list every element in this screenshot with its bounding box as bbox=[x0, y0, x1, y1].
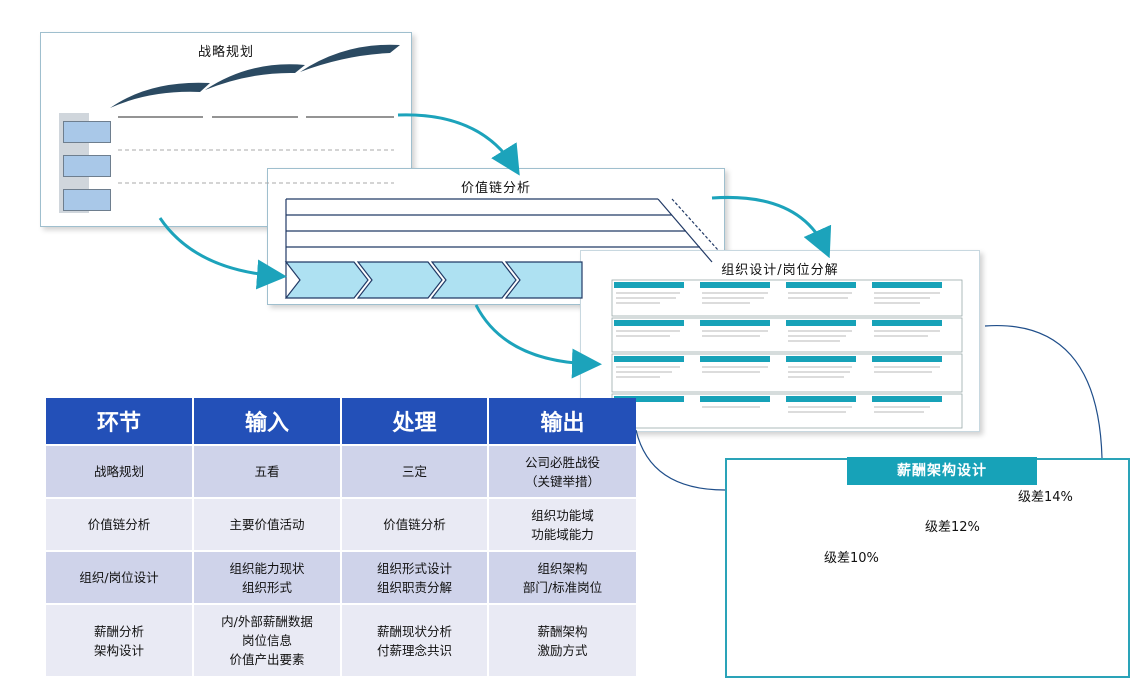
strategy-planning-title: 战略规划 bbox=[197, 45, 254, 60]
table-cell: 战略规划 bbox=[46, 446, 194, 499]
table-cell: 内/外部薪酬数据岗位信息价值产出要素 bbox=[194, 605, 342, 678]
header-process: 处理 bbox=[342, 398, 489, 446]
connector-table-to-salary bbox=[635, 429, 726, 491]
strategy-planning-card: 战略规划 bbox=[40, 32, 412, 227]
table-cell: 价值链分析 bbox=[342, 499, 489, 552]
table-cell: 薪酬现状分析付薪理念共识 bbox=[342, 605, 489, 678]
table-cell: 薪酬分析架构设计 bbox=[46, 605, 194, 678]
arrow-value-to-org bbox=[711, 195, 832, 259]
table-cell: 主要价值活动 bbox=[194, 499, 342, 552]
strategy-wave-2 bbox=[205, 64, 305, 90]
level-gap-label-14: 级差14% bbox=[1018, 490, 1073, 505]
value-chain-chevrons bbox=[284, 261, 583, 299]
value-chain-grid bbox=[285, 198, 719, 298]
arrow-strategy-to-chevrons bbox=[158, 217, 287, 290]
arrow-strategy-to-value bbox=[397, 113, 520, 176]
level-gap-label-10: 级差10% bbox=[824, 551, 879, 566]
table-row: 组织/岗位设计 组织能力现状组织形式 组织形式设计组织职责分解 组织架构部门/标… bbox=[46, 552, 636, 605]
strategy-tab-2 bbox=[63, 155, 111, 177]
header-input: 输入 bbox=[194, 398, 342, 446]
table-cell: 组织形式设计组织职责分解 bbox=[342, 552, 489, 605]
strategy-tab-3 bbox=[63, 189, 111, 211]
table-cell: 组织功能域功能域能力 bbox=[489, 499, 636, 552]
connector-org-to-salary bbox=[984, 324, 1103, 459]
strategy-tab-1 bbox=[63, 121, 111, 143]
header-stage: 环节 bbox=[46, 398, 194, 446]
strategy-wave-1 bbox=[110, 82, 210, 108]
level-gap-label-12: 级差12% bbox=[925, 520, 980, 535]
org-design-title: 组织设计/岗位分解 bbox=[721, 263, 839, 278]
salary-structure-title: 薪酬架构设计 bbox=[847, 457, 1037, 485]
table-header-row: 环节 输入 处理 输出 bbox=[46, 398, 636, 446]
org-grid-blocks bbox=[611, 279, 963, 429]
process-table: 环节 输入 处理 输出 战略规划 五看 三定 公司必胜战役（关键举措） 价值链分… bbox=[46, 398, 636, 678]
org-grid-text-lines bbox=[616, 292, 940, 413]
header-output: 输出 bbox=[489, 398, 636, 446]
value-chain-title: 价值链分析 bbox=[460, 181, 531, 196]
table-row: 薪酬分析架构设计 内/外部薪酬数据岗位信息价值产出要素 薪酬现状分析付薪理念共识… bbox=[46, 605, 636, 678]
salary-structure-box: 薪酬架构设计 bbox=[725, 457, 1130, 678]
table-cell: 薪酬架构激励方式 bbox=[489, 605, 636, 678]
table-cell: 组织/岗位设计 bbox=[46, 552, 194, 605]
table-cell: 价值链分析 bbox=[46, 499, 194, 552]
table-row: 价值链分析 主要价值活动 价值链分析 组织功能域功能域能力 bbox=[46, 499, 636, 552]
org-grid-heads bbox=[614, 282, 942, 402]
table-cell: 三定 bbox=[342, 446, 489, 499]
table-row: 战略规划 五看 三定 公司必胜战役（关键举措） bbox=[46, 446, 636, 499]
arrow-chevrons-to-org bbox=[474, 304, 602, 379]
table-cell: 组织能力现状组织形式 bbox=[194, 552, 342, 605]
table-cell: 公司必胜战役（关键举措） bbox=[489, 446, 636, 499]
table-cell: 组织架构部门/标准岗位 bbox=[489, 552, 636, 605]
strategy-wave-3 bbox=[300, 44, 400, 72]
table-cell: 五看 bbox=[194, 446, 342, 499]
